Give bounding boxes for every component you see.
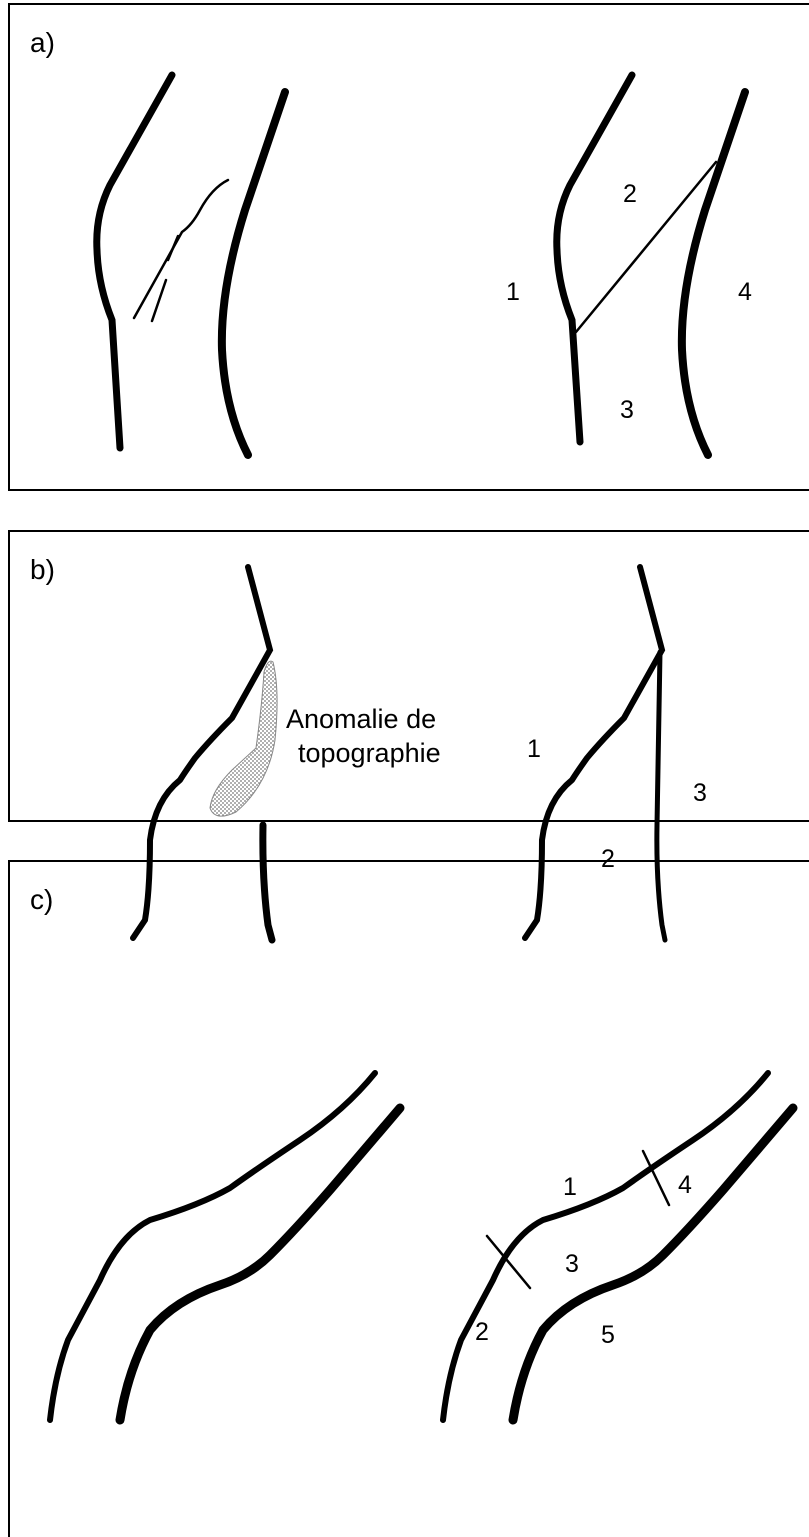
region-label-a-2: 2: [623, 180, 637, 208]
upper-contour: [443, 1073, 768, 1420]
panel-a-right-sketch: [557, 75, 745, 455]
panel-b-right-sketch: [525, 567, 665, 940]
panel-c-right-sketch: [443, 1073, 793, 1420]
right-contour-lower: [263, 825, 272, 940]
panel-c-left-sketch: [50, 1073, 400, 1420]
region-label-c-5: 5: [601, 1321, 615, 1349]
panel-a-left-sketch: [97, 75, 285, 455]
region-label-c-3: 3: [565, 1250, 579, 1278]
right-contour: [657, 652, 665, 940]
region-label-b-2: 2: [601, 845, 615, 873]
right-contour: [682, 92, 745, 455]
annotation-line-1: Anomalie de: [286, 704, 436, 734]
topography-anomaly: [210, 661, 277, 816]
left-contour: [133, 567, 270, 938]
fracture-3: [152, 280, 166, 321]
lower-contour: [120, 1108, 400, 1420]
region-label-b-3: 3: [693, 779, 707, 807]
region-label-a-3: 3: [620, 396, 634, 424]
left-contour: [557, 75, 632, 442]
right-contour: [222, 92, 285, 455]
fracture-1: [134, 180, 228, 318]
region-label-c-2: 2: [475, 1318, 489, 1346]
region-label-c-4: 4: [678, 1171, 692, 1199]
region-label-a-1: 1: [506, 278, 520, 306]
upper-contour: [50, 1073, 375, 1420]
annotation-line-2: topographie: [298, 738, 441, 768]
region-label-c-1: 1: [563, 1173, 577, 1201]
left-contour: [525, 567, 662, 938]
fracture-2: [168, 236, 178, 260]
left-contour: [97, 75, 172, 448]
region-label-a-4: 4: [738, 278, 752, 306]
region-label-b-1: 1: [527, 735, 541, 763]
lower-contour: [513, 1108, 793, 1420]
